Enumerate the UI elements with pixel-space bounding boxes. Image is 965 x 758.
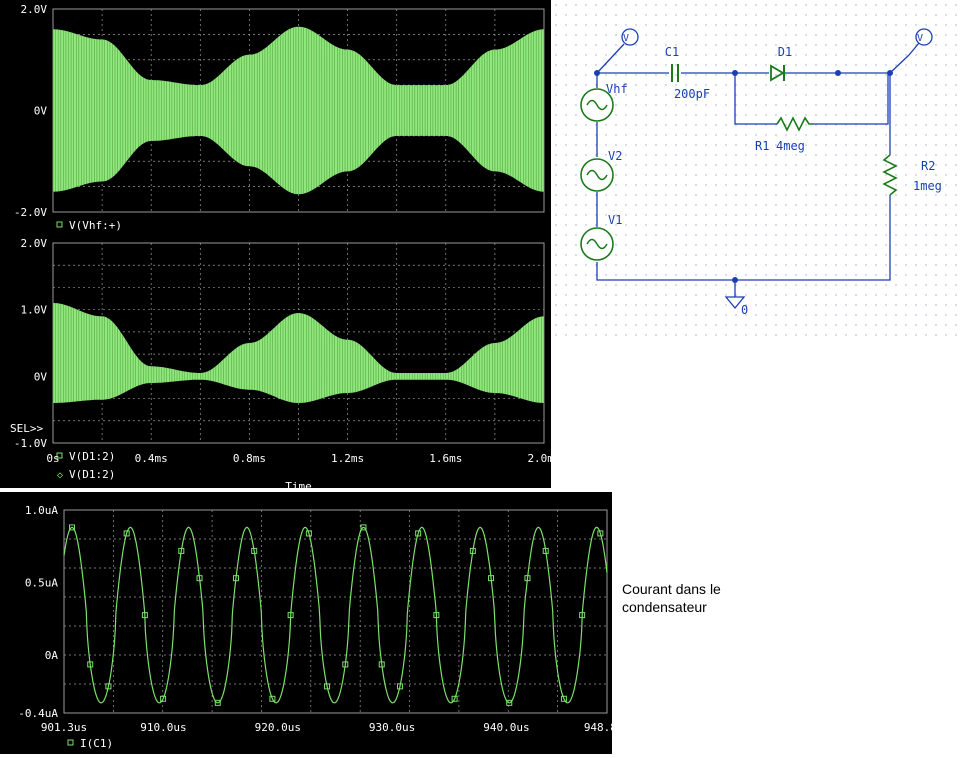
plot3-xtick-label: 930.0us: [369, 721, 415, 734]
source-v2: [580, 158, 614, 192]
plot2-xtick-label: 1.6ms: [429, 452, 462, 465]
plot2-xtick-label: 0s: [46, 452, 59, 465]
plot2-xtick-label: 0.4ms: [135, 452, 168, 465]
plot3-xtick-label: 920.0us: [255, 721, 301, 734]
trace-marker: [196, 575, 203, 582]
trace-marker: [178, 547, 185, 554]
junction-dots: [594, 70, 893, 283]
trace-marker: [415, 530, 422, 537]
trace-marker: [506, 699, 513, 706]
trace-marker: [87, 661, 94, 668]
plot1-carrier: [52, 26, 545, 195]
plot3-xtick-label: 901.3us: [41, 721, 87, 734]
trace-marker: [488, 575, 495, 582]
trace-marker: [105, 683, 112, 690]
x-axis-title: Time: [285, 480, 312, 488]
trace-marker: [251, 547, 258, 554]
trace-marker: [269, 695, 276, 702]
scope-panel-top: 2.0V 0V -2.0V V(Vhf:+) 2.0V 1.0V 0V -1.0V V(D1:2…: [0, 0, 561, 493]
plot1-ytick-label: 2.0V: [21, 3, 48, 16]
annotation-line1: Courant dans le: [622, 581, 721, 597]
resistor-r2: [882, 154, 898, 196]
plot1-ytick-label: 0V: [34, 105, 48, 118]
trace-marker: [123, 530, 130, 537]
trace-marker: [433, 612, 440, 619]
scope-top-svg: 2.0V 0V -2.0V V(Vhf:+) 2.0V 1.0V 0V -1.0V V(D1:2…: [10, 3, 561, 493]
label-d1: D1: [778, 45, 792, 59]
label-r2-value: 1meg: [913, 179, 942, 193]
trace-marker: [360, 524, 367, 531]
trace-marker: [597, 530, 604, 537]
plot3-xtick-label: 948.8us: [584, 721, 612, 734]
plot3-ytick-label: -0.4uA: [18, 707, 58, 720]
sel-label: SEL>>: [10, 422, 43, 435]
plot3-frame: [63, 509, 608, 714]
label-ground: 0: [741, 303, 748, 317]
label-vhf: Vhf: [606, 82, 628, 96]
circuit-schematic: V V C1 200pF D1 R1 4meg R2 1meg Vhf V2 V…: [551, 0, 965, 340]
probe-label-2: V: [917, 33, 923, 44]
plot1-legend-marker: [56, 221, 63, 228]
resistor-r1: [776, 116, 813, 132]
wires: [596, 54, 910, 297]
trace-marker: [305, 530, 312, 537]
plot2-ytick-label: 1.0V: [21, 304, 48, 317]
trace-marker: [324, 683, 331, 690]
label-c1-value: 200pF: [674, 87, 710, 101]
voltage-probe-icon-2: [908, 28, 933, 56]
trace-marker: [232, 575, 239, 582]
plot2-xtick-label: 2.0ms: [527, 452, 551, 465]
plot3-ytick-label: 1.0uA: [25, 504, 58, 517]
plot2-ytick-label: 2.0V: [21, 237, 48, 250]
plot1-ytick-label: -2.0V: [14, 206, 47, 219]
voltage-probe-icon-1: [610, 28, 639, 59]
trace-marker: [342, 661, 349, 668]
trace-marker: [560, 695, 567, 702]
label-v2: V2: [608, 149, 622, 163]
trace-marker: [160, 695, 167, 702]
plot1-legend-label: V(Vhf:+): [69, 219, 122, 232]
plot3-legend-marker: [67, 739, 74, 746]
trace-marker: [141, 612, 148, 619]
trace-marker: [69, 524, 76, 531]
trace-marker: [542, 547, 549, 554]
plot2-legend-label: V(D1:2): [69, 450, 115, 463]
plot3-legend-label: I(C1): [80, 737, 113, 750]
trace-marker: [524, 575, 531, 582]
trace-marker: [287, 612, 294, 619]
plot2-ytick-label: 0V: [34, 370, 48, 383]
capacitor-c1: [671, 64, 679, 82]
plot2-xtick-label: 0.8ms: [233, 452, 266, 465]
ground-icon: [724, 296, 746, 310]
trace-marker: [214, 699, 221, 706]
plot2-legend-marker: [56, 452, 63, 459]
current-trace: [63, 526, 608, 704]
label-r2: R2: [921, 159, 935, 173]
trace-marker: [378, 661, 385, 668]
trace-marker: [396, 683, 403, 690]
source-v1: [580, 227, 614, 261]
plot3-xtick-label: 940.0us: [483, 721, 529, 734]
plot2-legend-marker: ◇: [57, 470, 63, 481]
plot2-ytick-label: -1.0V: [14, 437, 47, 450]
plot3-xtick-label: 910.0us: [140, 721, 186, 734]
annotation-line2: condensateur: [622, 599, 707, 615]
label-v1: V1: [608, 213, 622, 227]
trace-marker: [469, 547, 476, 554]
label-r1: R1: [755, 139, 769, 153]
trace-marker: [451, 695, 458, 702]
plot2-xtick-label: 1.2ms: [331, 452, 364, 465]
probe-label-1: V: [623, 33, 629, 44]
plot3-ytick-label: 0.5uA: [25, 577, 58, 590]
plot2-carrier: [52, 303, 545, 403]
label-c1: C1: [665, 45, 679, 59]
diode-d1: [770, 64, 785, 82]
label-r1-value: 4meg: [776, 139, 805, 153]
source-vhf: [580, 88, 614, 122]
plot3-ytick-label: 0A: [45, 649, 59, 662]
trace-marker: [579, 612, 586, 619]
plot2-legend-label: V(D1:2): [69, 468, 115, 481]
